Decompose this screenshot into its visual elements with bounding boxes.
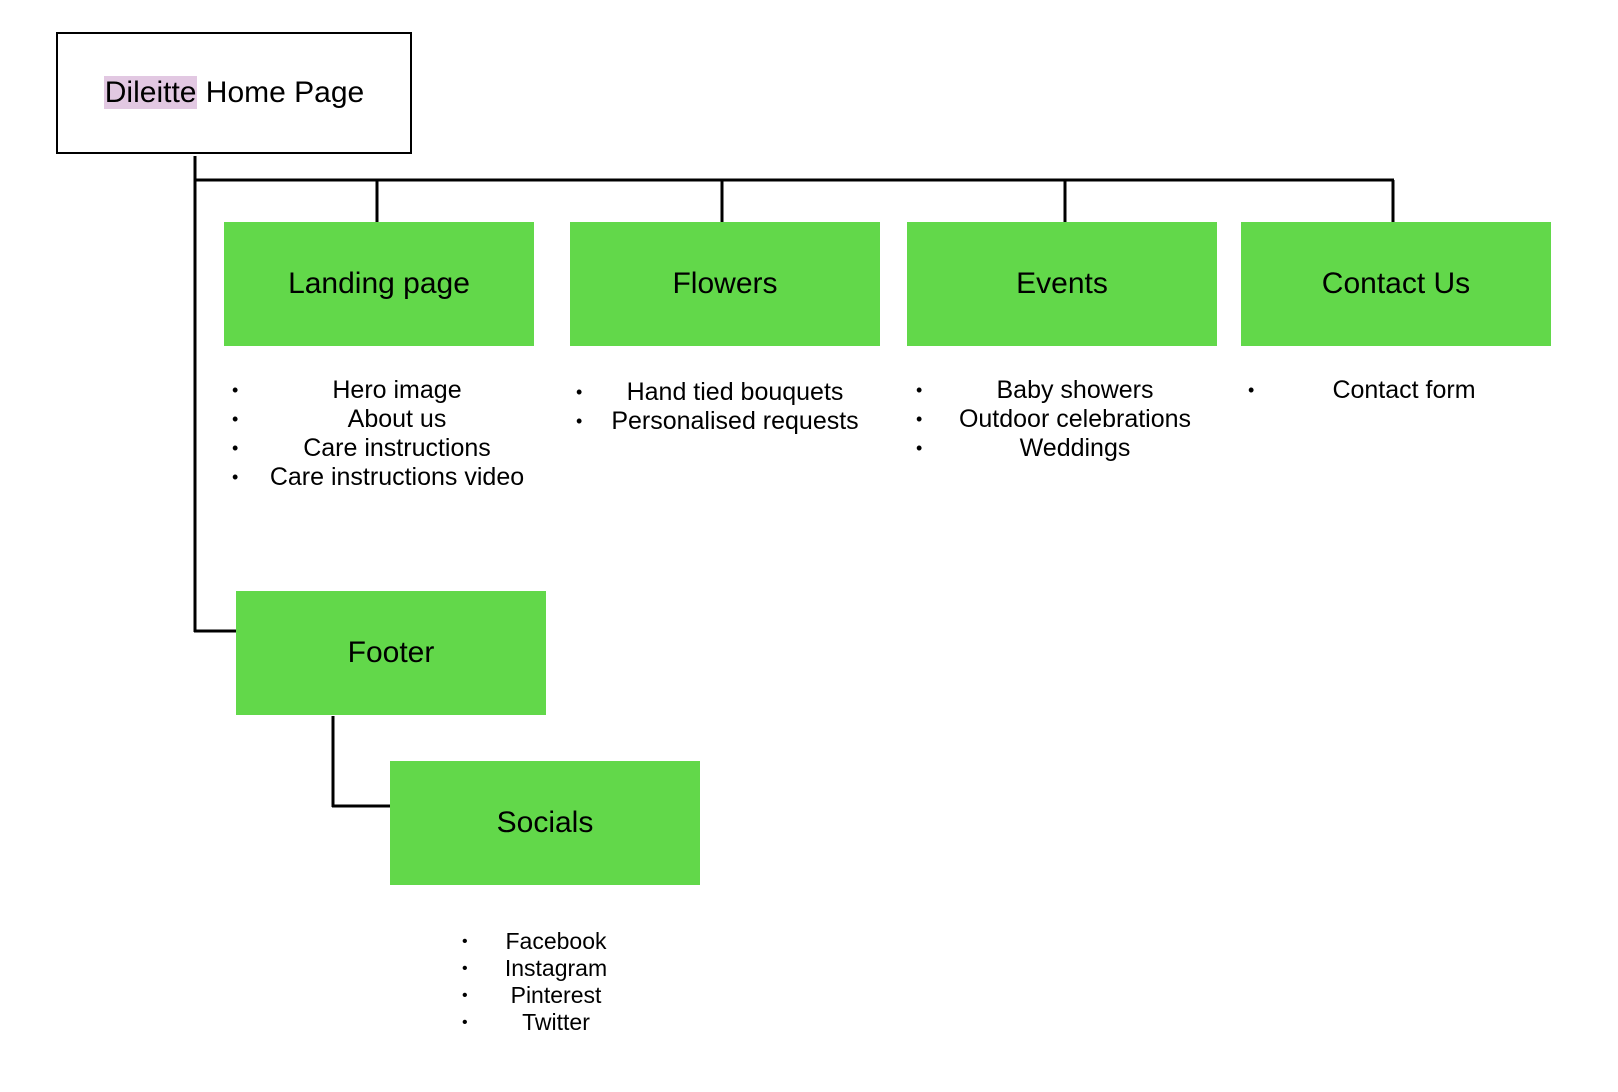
list-item: Pinterest <box>462 982 616 1009</box>
node-landing-page-label: Landing page <box>288 267 470 300</box>
node-flowers-label: Flowers <box>672 267 778 300</box>
socials-items: Facebook Instagram Pinterest Twitter <box>462 928 616 1036</box>
node-footer-label: Footer <box>347 636 435 669</box>
list-item: Instagram <box>462 955 616 982</box>
node-socials-label: Socials <box>496 806 594 839</box>
root-node-home-page: Dileitte Home Page <box>56 32 412 154</box>
contact-us-items: Contact form <box>1248 376 1518 405</box>
list-item: Care instructions video <box>232 463 527 492</box>
events-items: Baby showers Outdoor celebrations Weddin… <box>916 376 1195 463</box>
list-item: Hero image <box>232 376 527 405</box>
list-item: Facebook <box>462 928 616 955</box>
flowers-items: Hand tied bouquets Personalised requests <box>576 378 860 436</box>
list-item: About us <box>232 405 527 434</box>
list-item: Baby showers <box>916 376 1195 405</box>
list-item: Weddings <box>916 434 1195 463</box>
node-events-label: Events <box>1016 267 1108 300</box>
list-item: Personalised requests <box>576 407 860 436</box>
list-item: Care instructions <box>232 434 527 463</box>
root-title-highlight: Dileitte <box>103 76 198 109</box>
list-item: Contact form <box>1248 376 1518 405</box>
node-landing-page: Landing page <box>224 222 534 346</box>
node-events: Events <box>907 222 1217 346</box>
landing-page-items: Hero image About us Care instructions Ca… <box>232 376 527 492</box>
node-contact-us: Contact Us <box>1241 222 1551 346</box>
node-footer: Footer <box>236 591 546 715</box>
node-socials: Socials <box>390 761 700 885</box>
root-title: Dileitte Home Page <box>103 76 365 110</box>
list-item: Twitter <box>462 1009 616 1036</box>
node-contact-us-label: Contact Us <box>1321 267 1471 300</box>
list-item: Outdoor celebrations <box>916 405 1195 434</box>
root-title-rest: Home Page <box>197 76 365 109</box>
node-flowers: Flowers <box>570 222 880 346</box>
list-item: Hand tied bouquets <box>576 378 860 407</box>
